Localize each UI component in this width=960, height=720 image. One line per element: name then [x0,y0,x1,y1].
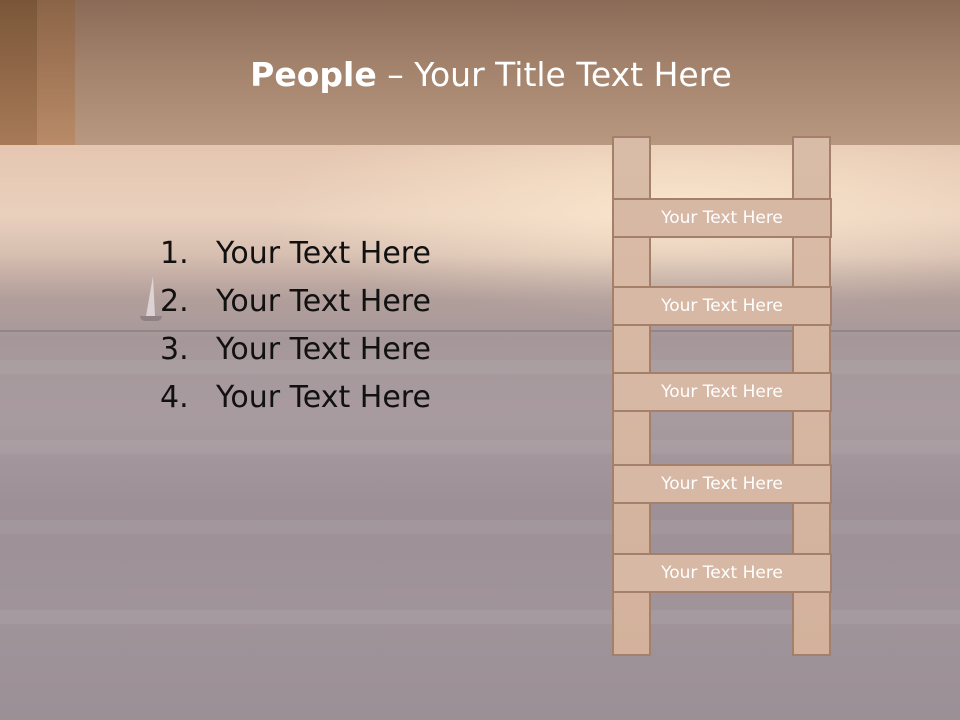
ladder-rung[interactable]: Your Text Here [612,553,832,593]
sea-wave [0,610,960,624]
sea-wave [0,520,960,534]
list-item[interactable]: 1. Your Text Here [160,230,431,278]
list-number: 2. [160,284,189,319]
sea-wave [0,440,960,454]
sailboat-hull [140,316,162,321]
ladder-rung[interactable]: Your Text Here [612,372,832,412]
sailboat-sail [146,276,155,316]
list-number: 3. [160,332,189,367]
sunset-glow [260,120,960,320]
list-item[interactable]: 4. Your Text Here [160,374,431,422]
list-text: Your Text Here [216,380,431,415]
horizon-line [0,330,960,332]
list-number: 1. [160,236,189,271]
list-text: Your Text Here [216,236,431,271]
numbered-list[interactable]: 1. Your Text Here 2. Your Text Here 3. Your… [160,230,431,422]
sea-wave [0,360,960,374]
banner-accent-bar [0,0,37,145]
title-rest: – Your Title Text Here [376,55,732,94]
list-item[interactable]: 3. Your Text Here [160,326,431,374]
ladder-rung[interactable]: Your Text Here [612,198,832,238]
title-bold: People [250,55,377,94]
list-text: Your Text Here [216,332,431,367]
banner-accent-bar [37,0,75,145]
slide-title[interactable]: People – Your Title Text Here [75,52,907,98]
list-number: 4. [160,380,189,415]
ladder-rung[interactable]: Your Text Here [612,286,832,326]
list-item[interactable]: 2. Your Text Here [160,278,431,326]
list-text: Your Text Here [216,284,431,319]
title-banner: People – Your Title Text Here [0,0,960,145]
ladder-rung[interactable]: Your Text Here [612,464,832,504]
